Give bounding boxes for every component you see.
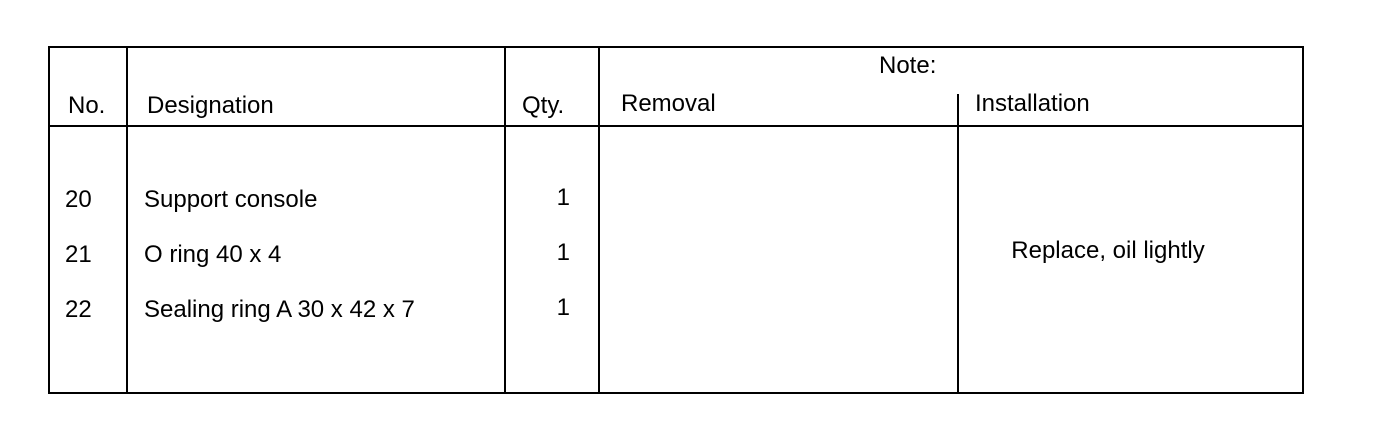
header-qty: Qty. xyxy=(522,92,565,119)
header-removal: Removal xyxy=(621,90,716,117)
row-qty: 1 xyxy=(556,294,570,321)
divider-qty-note xyxy=(598,48,600,392)
row-no: 22 xyxy=(65,296,92,323)
divider-removal-installation xyxy=(957,94,959,392)
parts-table: No. Designation Qty. Note: Removal Insta… xyxy=(48,46,1304,394)
row-qty: 1 xyxy=(556,239,570,266)
row-no: 21 xyxy=(65,241,92,268)
divider-no-designation xyxy=(126,48,128,392)
row-designation: Support console xyxy=(144,186,318,213)
header-designation: Designation xyxy=(147,92,274,119)
row-designation: Sealing ring A 30 x 42 x 7 xyxy=(144,296,415,323)
header-no: No. xyxy=(68,92,106,119)
row-installation: Replace, oil lightly xyxy=(1011,237,1205,264)
row-no: 20 xyxy=(65,186,92,213)
row-qty: 1 xyxy=(556,184,570,211)
header-note: Note: xyxy=(879,52,937,79)
header-divider xyxy=(50,125,1302,127)
row-designation: O ring 40 x 4 xyxy=(144,241,282,268)
divider-designation-qty xyxy=(504,48,506,392)
header-installation: Installation xyxy=(975,90,1090,117)
